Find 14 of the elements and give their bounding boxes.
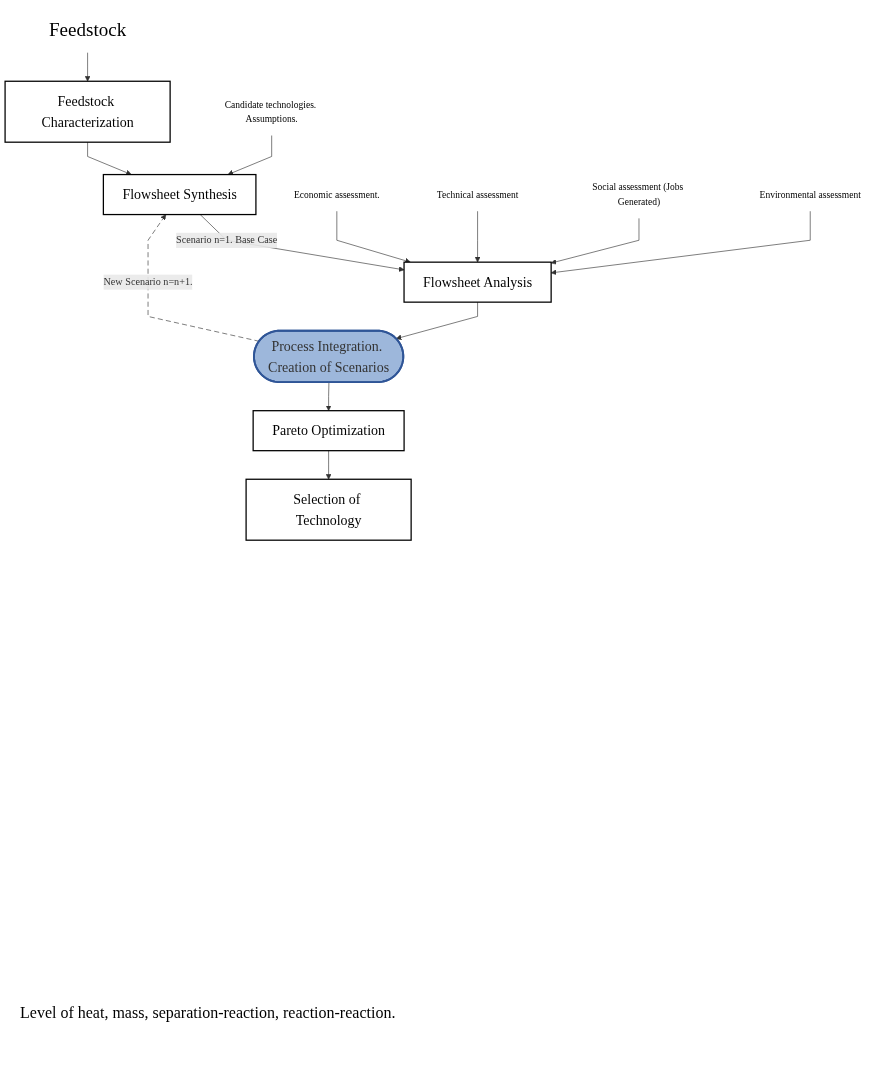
edge-label: New Scenario n=n+1. [103, 276, 193, 288]
node-text: Economic assessment. [294, 189, 380, 200]
edge-label: Scenario n=1. Base Case [176, 234, 278, 246]
node-box: Feedstock Characterization [4, 80, 171, 143]
node-box: Flowsheet Analysis [403, 261, 552, 303]
node-text: Social assessment (Jobs Generated) [592, 182, 684, 207]
node-text: Feedstock [49, 18, 127, 40]
node-text: Environmental assessment [759, 189, 861, 200]
node-box: Selection of Technology [245, 478, 412, 541]
node-text: Candidate technologies. Assumptions. [224, 99, 317, 124]
node-box: Flowsheet Synthesis [102, 173, 257, 216]
node-text: Technical assessment [436, 189, 519, 200]
note-text: Level of heat, mass, separation-reaction, reaction-reaction. [20, 1004, 397, 1022]
node-box: Pareto Optimization [252, 410, 405, 452]
